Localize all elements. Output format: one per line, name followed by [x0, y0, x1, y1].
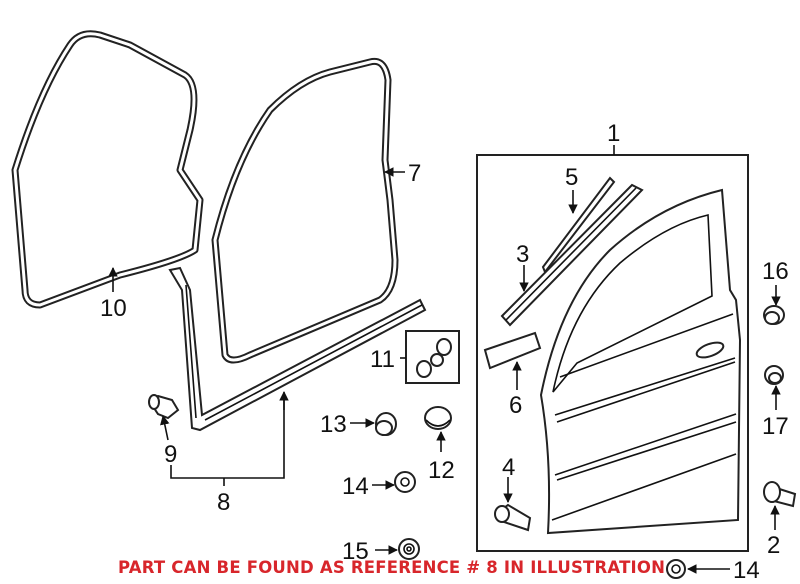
callout-11: 11	[370, 346, 395, 373]
grommet-13	[375, 412, 397, 436]
belt-moulding-5	[541, 176, 616, 275]
callout-15: 15	[342, 538, 369, 565]
callout-5: 5	[565, 164, 578, 191]
door-shell	[539, 188, 742, 535]
callout-4: 4	[502, 454, 515, 481]
callout-8: 8	[217, 489, 230, 516]
door-seal-7	[211, 57, 399, 364]
washer-14-b	[666, 559, 686, 579]
grommet-17	[764, 365, 784, 385]
callout-14-b: 14	[733, 557, 760, 584]
clip-9	[148, 394, 180, 420]
leader-lines	[108, 145, 781, 574]
grommet-16	[763, 305, 785, 325]
callout-16: 16	[762, 258, 789, 285]
door-seal-10	[11, 30, 204, 309]
callout-3: 3	[516, 241, 529, 268]
callout-9: 9	[164, 441, 177, 468]
callout-10: 10	[100, 295, 127, 322]
door-assembly-box-1	[476, 154, 749, 552]
weatherstrip-8	[168, 266, 427, 432]
callout-14: 14	[342, 473, 369, 500]
callout-13: 13	[320, 411, 347, 438]
bolt-2	[763, 481, 797, 508]
washer-15	[398, 538, 420, 560]
reference-note: PART CAN BE FOUND AS REFERENCE # 8 IN IL…	[118, 558, 666, 577]
callout-12: 12	[428, 457, 455, 484]
window-channel-3	[500, 183, 644, 327]
callout-1: 1	[607, 120, 620, 147]
callout-17: 17	[762, 413, 789, 440]
plug-12	[424, 406, 452, 430]
callout-6: 6	[509, 392, 522, 419]
clip-box-11	[405, 330, 460, 384]
callout-7: 7	[408, 160, 421, 187]
bolt-4	[494, 503, 532, 532]
washer-14	[394, 471, 416, 493]
moulding-6	[483, 331, 542, 370]
callout-2: 2	[767, 532, 780, 559]
